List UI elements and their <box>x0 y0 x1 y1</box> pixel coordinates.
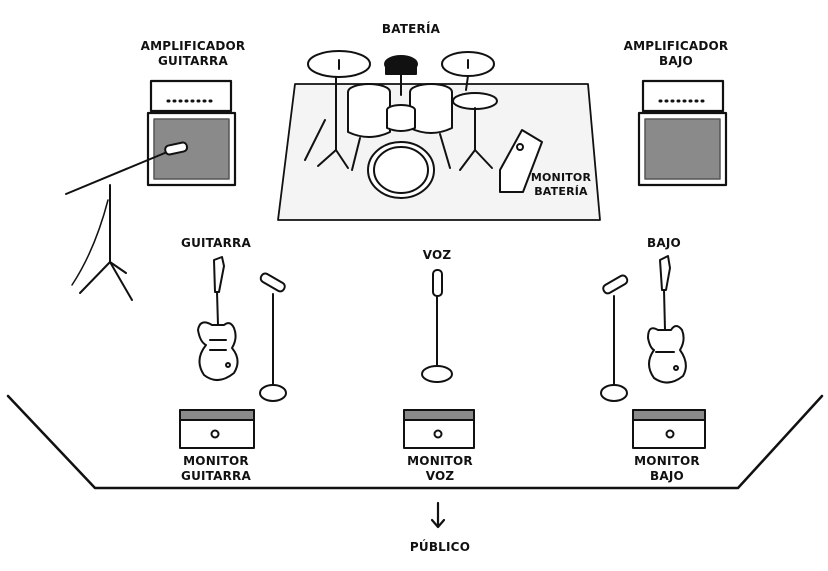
label-bass: BAJO <box>647 236 681 250</box>
arrow-down-icon <box>430 501 446 529</box>
label-guitar: GUITARRA <box>181 236 251 250</box>
stage-edge <box>6 394 824 490</box>
label-bass-amp: AMPLIFICADOR BAJO <box>623 39 729 68</box>
label-guitar-monitor: MONITOR GUITARRA <box>181 454 251 483</box>
stage-monitor-icon <box>632 409 706 449</box>
label-audience: PÚBLICO <box>409 540 471 554</box>
microphone-stand-icon <box>421 269 453 383</box>
electric-guitar-icon <box>197 256 239 381</box>
amplifier-icon <box>637 79 728 187</box>
drum-kit-icon <box>304 50 498 199</box>
label-vocals: VOZ <box>422 248 452 262</box>
microphone-stand-icon <box>259 272 287 402</box>
microphone-stand-icon <box>600 274 629 402</box>
amplifier-icon <box>146 79 237 187</box>
label-drum-monitor: MONITOR BATERÍA <box>530 171 592 198</box>
drum-monitor-wedge-icon <box>499 129 543 193</box>
label-bass-monitor: MONITOR BAJO <box>634 454 700 483</box>
label-guitar-amp: AMPLIFICADOR GUITARRA <box>140 39 246 68</box>
stage-monitor-icon <box>179 409 255 449</box>
label-drums: BATERÍA <box>381 22 441 36</box>
bass-guitar-icon <box>647 255 687 384</box>
microphone-stand-icon <box>65 141 189 301</box>
stage-monitor-icon <box>403 409 475 449</box>
label-vocal-monitor: MONITOR VOZ <box>407 454 473 483</box>
